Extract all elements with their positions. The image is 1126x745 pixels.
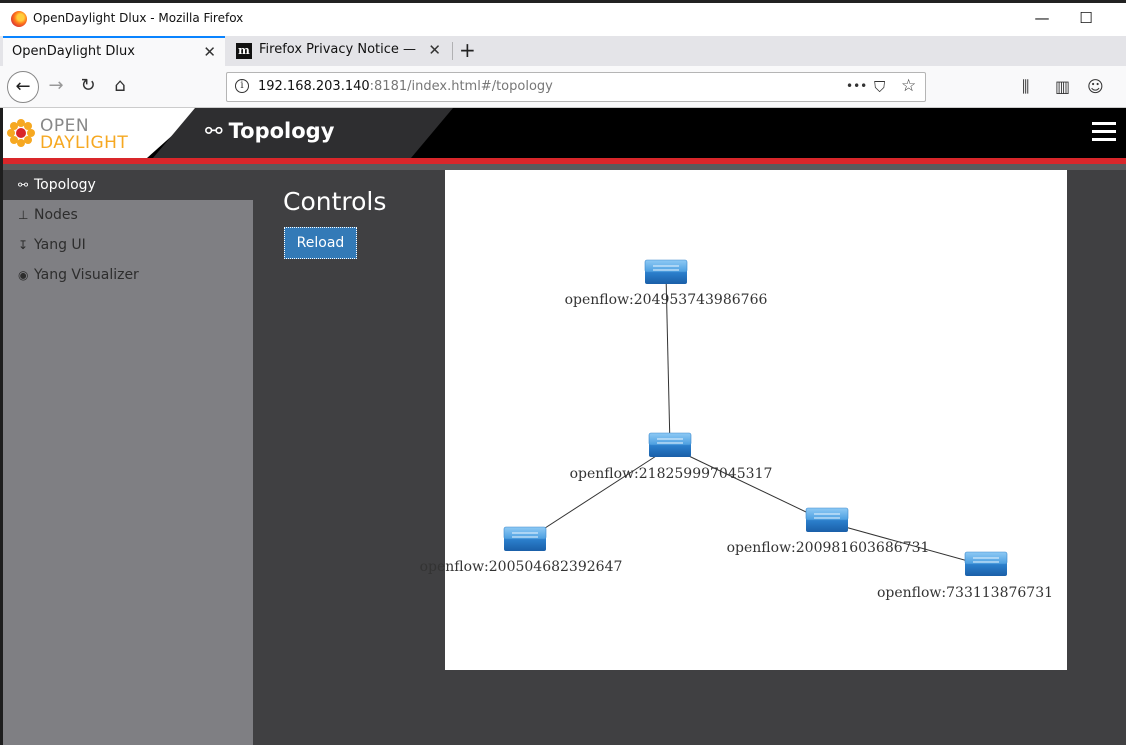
reload-page-button[interactable]: ↻ [80,75,96,96]
tab-label: Firefox Privacy Notice — [259,42,417,57]
page-title: ⚯Topology [205,119,335,143]
switch-node[interactable]: openflow:218259997045317 [570,432,773,482]
tab-strip: OpenDaylight Dlux ✕ m Firefox Privacy No… [0,36,1126,66]
hamburger-menu-icon[interactable] [1092,122,1116,142]
node-label: openflow:204953743986766 [565,292,768,308]
topology-link [524,446,671,542]
eye-icon: ◉ [18,268,29,282]
sidebar-item-topology[interactable]: ⚯ Topology [3,170,253,200]
sidebar: ⚯ Topology ⊥ Nodes ↧ Yang UI ◉ Yang Visualiz… [3,170,253,745]
tab-close-icon[interactable]: ✕ [428,41,441,59]
topology-link [669,446,828,523]
tab-label: OpenDaylight Dlux [12,44,135,59]
sidebar-item-yang-visualizer[interactable]: ◉ Yang Visualizer [3,260,253,290]
node-label: openflow:733113876731 [877,585,1053,601]
sidebar-item-label: Yang UI [34,237,86,253]
topology-link [665,273,671,448]
tab-separator [452,42,453,60]
sidebar-item-nodes[interactable]: ⊥ Nodes [3,200,253,230]
topology-icon: ⚯ [205,119,223,143]
level-down-icon: ↧ [18,238,29,252]
tab-close-icon[interactable]: ✕ [203,43,216,61]
sidebar-item-label: Nodes [34,207,78,223]
account-icon[interactable]: ☺ [1087,77,1104,96]
topology-link [826,521,987,567]
switch-node[interactable]: openflow:733113876731 [877,551,1053,601]
back-button[interactable]: ← [7,71,39,103]
controls-heading: Controls [283,187,387,216]
topology-icon: ⚯ [18,178,29,192]
navigation-bar: ← → ↻ ⌂ i 192.168.203.140:8181/index.htm… [0,66,1126,108]
maximize-button[interactable]: ☐ [1079,9,1093,27]
window-title: OpenDaylight Dlux - Mozilla Firefox [33,11,244,25]
pocket-icon[interactable]: ⛉ [874,78,886,96]
page-actions-icon[interactable]: ••• [846,79,868,93]
tab-opendaylight[interactable]: OpenDaylight Dlux ✕ [3,36,225,66]
sitemap-icon: ⊥ [18,208,29,222]
minimize-button[interactable]: — [1034,9,1050,27]
title-panel [153,108,453,158]
site-info-icon[interactable]: i [235,79,249,93]
tab-privacy-notice[interactable]: m Firefox Privacy Notice — ✕ [230,36,450,66]
switch-node[interactable]: openflow:204953743986766 [565,259,768,308]
url-bar[interactable]: i 192.168.203.140:8181/index.html#/topol… [226,72,926,102]
logo-text-daylight: DAYLIGHT [40,133,129,153]
header-accent-bar [3,158,1126,164]
logo-text-open: OPEN [40,116,90,136]
firefox-logo-icon [11,11,27,27]
daylight-flower-icon [7,119,35,147]
bookmark-star-icon[interactable]: ☆ [901,76,917,96]
library-icon[interactable]: ⫼ [1022,77,1030,96]
mozilla-favicon-icon: m [236,43,252,59]
forward-button[interactable]: → [48,75,64,96]
home-button[interactable]: ⌂ [114,75,126,96]
sidebar-item-label: Yang Visualizer [34,267,139,283]
node-label: openflow:200504682392647 [420,559,623,575]
window-titlebar: OpenDaylight Dlux - Mozilla Firefox — ☐ [0,0,1126,36]
header-shadow-bar [3,164,1126,170]
sidebar-toggle-icon[interactable]: ▥ [1055,77,1071,96]
sidebar-item-label: Topology [34,177,96,193]
node-label: openflow:218259997045317 [570,466,773,482]
reload-button[interactable]: Reload [284,227,357,259]
topology-graph[interactable]: openflow:204953743986766 openflow:2182599… [420,170,1067,670]
url-text[interactable]: 192.168.203.140:8181/index.html#/topolog… [258,79,553,94]
app-header: OPEN DAYLIGHT ⚯Topology [3,108,1126,158]
switch-node[interactable]: openflow:200981603686731 [727,507,930,556]
switch-node[interactable]: openflow:200504682392647 [420,526,623,575]
node-label: openflow:200981603686731 [727,540,930,556]
sidebar-item-yang-ui[interactable]: ↧ Yang UI [3,230,253,260]
desktop-edge [0,0,3,745]
topology-canvas[interactable]: openflow:204953743986766 openflow:2182599… [420,170,1067,670]
new-tab-button[interactable]: + [459,38,476,62]
